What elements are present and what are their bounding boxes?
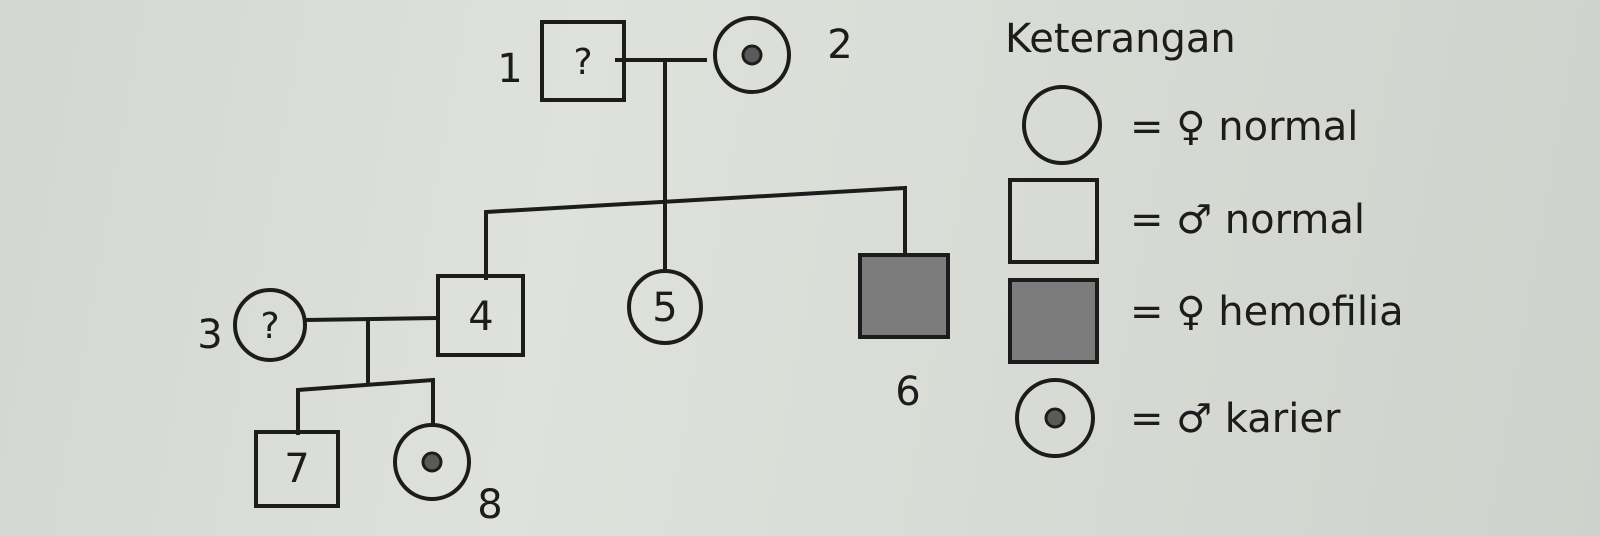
legend-filled-square-symbol (1008, 278, 1099, 364)
marriage-line-3-4 (304, 316, 439, 322)
legend-item-female-normal: = ♀ normal (1130, 104, 1358, 150)
legend-item-male-carrier: = ♂ karier (1130, 396, 1341, 442)
individual-label-6: 6 (895, 369, 920, 415)
individual-label-2: 2 (827, 22, 852, 68)
individual-5: 5 (627, 269, 703, 345)
individual-label-7: 7 (284, 446, 309, 492)
unknown-mark-1: ? (573, 42, 592, 83)
individual-label-3: 3 (197, 312, 222, 358)
sibship-line-7-8 (296, 377, 435, 435)
carrier-dot-2 (741, 44, 763, 66)
individual-1: ? 1 (497, 20, 626, 102)
pedigree-lines (296, 58, 907, 435)
male-symbol-1 (540, 20, 626, 102)
female-symbol-5 (627, 269, 703, 345)
individual-4: 4 (436, 274, 525, 357)
unknown-mark-3: ? (260, 306, 279, 347)
legend-carrier-dot (1044, 407, 1066, 429)
female-symbol-2 (713, 16, 791, 94)
sibship-line-4-5-6 (484, 185, 907, 280)
legend-item-female-hemophilia: = ♀ hemofilia (1130, 289, 1404, 335)
individual-3: ? 3 (197, 288, 307, 362)
legend-title: Keterangan (1005, 16, 1236, 62)
female-symbol-8 (393, 423, 471, 501)
individual-7: 7 (254, 430, 340, 508)
male-symbol-7 (254, 430, 340, 508)
legend-square-symbol (1008, 178, 1099, 264)
individual-label-5: 5 (652, 285, 677, 331)
individual-label-1: 1 (497, 46, 522, 92)
individual-8: 8 (393, 423, 503, 528)
individual-6: 6 (858, 253, 950, 415)
legend-circle-symbol (1022, 85, 1102, 165)
legend-item-male-normal: = ♂ normal (1130, 197, 1365, 243)
individual-label-4: 4 (468, 294, 493, 340)
carrier-dot-8 (421, 451, 443, 473)
affected-male-symbol-6 (858, 253, 950, 339)
male-symbol-4 (436, 274, 525, 357)
individual-label-8: 8 (477, 482, 502, 528)
individual-2: 2 (713, 16, 853, 94)
legend: Keterangan = ♀ normal = ♂ normal = ♀ hem… (1005, 16, 1404, 458)
legend-dotted-circle-symbol (1015, 378, 1095, 458)
female-symbol-3 (233, 288, 307, 362)
